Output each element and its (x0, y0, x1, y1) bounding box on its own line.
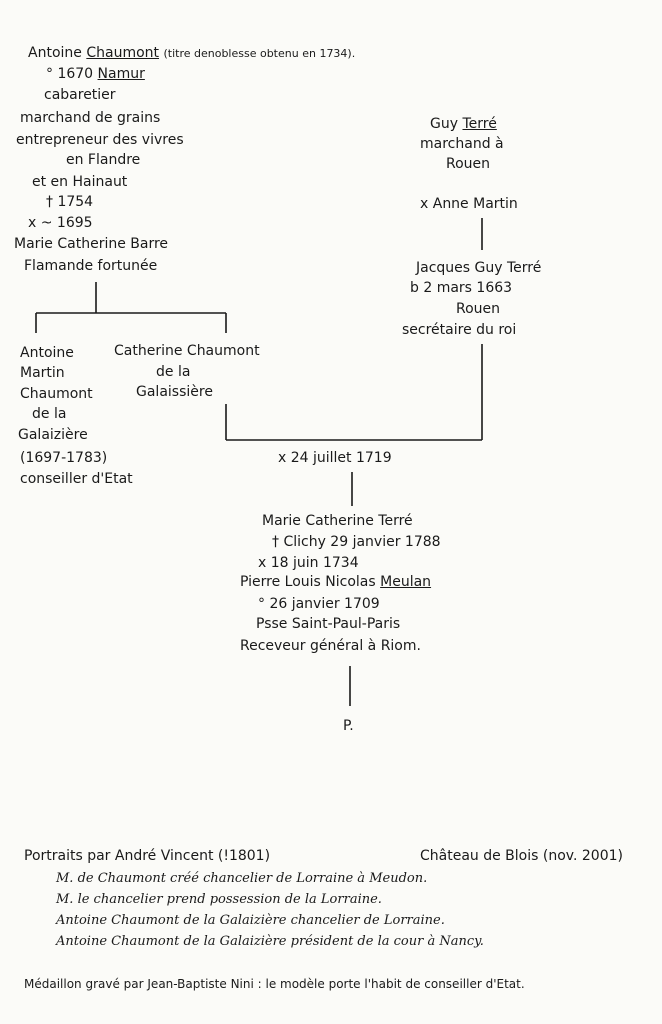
portraits-title: Portraits par André Vincent (!1801) (24, 848, 271, 864)
antoine-martin-line: Martin (20, 365, 65, 381)
catherine-chaumont-line: de la (156, 364, 191, 380)
portraits-location: Château de Blois (nov. 2001) (420, 848, 623, 864)
marie-catherine-terre-name: Marie Catherine Terré (262, 513, 413, 529)
jacques-guy-terre-place: Rouen (456, 301, 501, 317)
given-name: Pierre Louis Nicolas (240, 574, 376, 590)
descendant-marker: P. (343, 718, 354, 734)
jacques-guy-terre-birth: b 2 mars 1663 (410, 280, 513, 296)
marie-catherine-terre-death: † Clichy 29 janvier 1788 (272, 534, 441, 550)
occupation-line: cabaretier (44, 87, 116, 103)
medallion-note: Médaillon gravé par Jean-Baptiste Nini :… (24, 977, 525, 991)
catherine-chaumont-line: Galaissière (136, 384, 213, 400)
antoine-chaumont-birth: ° 1670 Namur (46, 64, 145, 85)
jacques-guy-terre-name: Jacques Guy Terré (416, 260, 542, 276)
catherine-chaumont-line: Catherine Chaumont (114, 343, 260, 359)
nobility-note: (titre denoblesse obtenu en 1734). (163, 47, 356, 60)
given-name: Antoine (28, 45, 82, 61)
marie-catherine-barre-name: Marie Catherine Barre (14, 236, 169, 252)
occupation-line: en Flandre (66, 152, 141, 168)
portrait-item: Antoine Chaumont de la Galaizière présid… (56, 934, 484, 949)
jacques-guy-terre-occupation: secrétaire du roi (402, 322, 517, 338)
surname: Terré (462, 116, 497, 132)
antoine-martin-line: conseiller d'Etat (20, 471, 133, 487)
pierre-louis-parish: Psse Saint-Paul-Paris (256, 616, 401, 632)
surname: Chaumont (86, 45, 160, 61)
pierre-louis-occupation: Receveur général à Riom. (240, 638, 421, 654)
occupation-line: et en Hainaut (32, 174, 128, 190)
marie-catherine-terre-marriage: x 18 juin 1734 (258, 555, 359, 571)
antoine-chaumont-marriage: x ~ 1695 (28, 215, 93, 231)
pierre-louis-birth: ° 26 janvier 1709 (258, 596, 380, 612)
antoine-martin-line: de la (32, 406, 67, 422)
antoine-martin-line: Antoine (20, 345, 74, 361)
guy-terre-place: Rouen (446, 156, 491, 172)
guy-terre-marriage: x Anne Martin (420, 196, 518, 212)
birth-place: Namur (97, 66, 145, 82)
portrait-item: Antoine Chaumont de la Galaizière chance… (56, 913, 445, 928)
portrait-item: M. le chancelier prend possession de la … (56, 892, 382, 907)
antoine-martin-line: (1697-1783) (20, 450, 108, 466)
occupation-line: marchand de grains (20, 110, 161, 126)
given-name: Guy (430, 116, 459, 132)
antoine-martin-line: Galaizière (18, 427, 88, 443)
birth-date: ° 1670 (46, 66, 94, 82)
antoine-chaumont-death: † 1754 (46, 194, 94, 210)
portrait-item: M. de Chaumont créé chancelier de Lorrai… (56, 871, 428, 886)
antoine-martin-line: Chaumont (20, 386, 93, 402)
marie-catherine-barre-note: Flamande fortunée (24, 258, 158, 274)
guy-terre-occupation: marchand à (420, 136, 504, 152)
occupation-line: entrepreneur des vivres (16, 132, 184, 148)
marriage-1719: x 24 juillet 1719 (278, 450, 392, 466)
surname: Meulan (380, 574, 432, 590)
pierre-louis-name: Pierre Louis Nicolas Meulan (240, 572, 431, 593)
antoine-chaumont-name: Antoine Chaumont (titre denoblesse obten… (28, 43, 355, 64)
guy-terre-name: Guy Terré (430, 114, 497, 135)
